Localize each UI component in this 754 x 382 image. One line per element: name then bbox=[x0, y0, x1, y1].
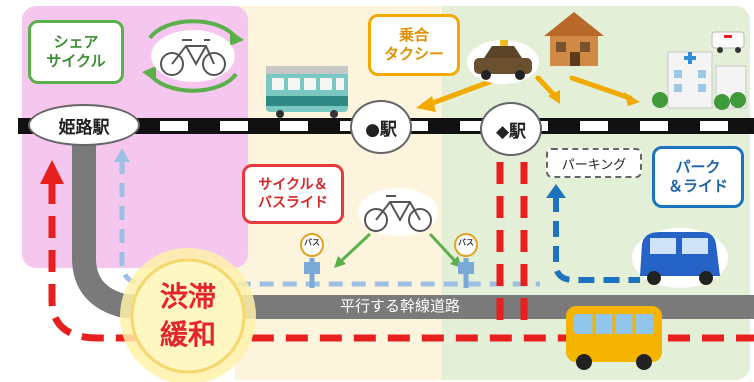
share-cycle-loop bbox=[148, 19, 238, 93]
red-route-arrowhead bbox=[40, 160, 64, 184]
share-cycle-loop-arrow2 bbox=[142, 66, 156, 82]
bus-stop-right bbox=[454, 233, 478, 288]
park-ride-route bbox=[553, 196, 640, 283]
relief-badge bbox=[130, 258, 246, 374]
bus-stop-left-label: バス bbox=[304, 238, 320, 247]
hospital-icon bbox=[667, 51, 747, 109]
train-icon bbox=[266, 66, 348, 118]
car-route-red bbox=[48, 162, 754, 342]
station-diamond: ◆駅 bbox=[480, 102, 542, 156]
house-icon bbox=[544, 12, 604, 66]
bus-stop-left bbox=[300, 233, 324, 288]
cycle-bus-ride-box: サイクル＆ バスライド bbox=[242, 164, 344, 224]
share-cycle-loop-arrow1 bbox=[230, 30, 244, 46]
yellow-bus-icon bbox=[566, 306, 662, 370]
congestion-relief-label: 渋滞 緩和 bbox=[159, 280, 216, 351]
arterial-road-label: 平行する幹線道路 bbox=[339, 297, 460, 315]
station-himeji-label: 姫路駅 bbox=[58, 117, 110, 138]
park-ride-arrowhead bbox=[546, 184, 566, 198]
station-circle-label: ●駅 bbox=[365, 119, 397, 140]
taxi-arrows bbox=[427, 75, 633, 107]
bus-stop-right-label: バス bbox=[458, 238, 474, 247]
park-ride-label: パーク ＆ライド bbox=[667, 157, 728, 196]
bicycle-icon-bus-ride bbox=[364, 195, 432, 232]
station-himeji: 姫路駅 bbox=[28, 104, 140, 146]
light-blue-arrowhead bbox=[114, 148, 130, 162]
bicycle-icon-share bbox=[160, 39, 226, 76]
station-diamond-label: ◆駅 bbox=[495, 121, 527, 142]
park-ride-box: パーク ＆ライド bbox=[652, 146, 744, 208]
station-circle: ●駅 bbox=[350, 100, 412, 154]
share-cycle-box: シェア サイクル bbox=[28, 20, 124, 84]
blue-car-icon bbox=[640, 232, 720, 285]
shared-taxi-label: 乗合 タクシー bbox=[383, 25, 444, 64]
tree-icons bbox=[652, 92, 746, 110]
taxi-icon bbox=[474, 40, 532, 80]
parking-box: パーキング bbox=[546, 148, 642, 178]
share-cycle-label: シェア サイクル bbox=[46, 32, 106, 71]
cycle-bus-ride-label: サイクル＆ バスライド bbox=[258, 176, 328, 211]
cycle-bus-bicycle-bg bbox=[358, 188, 438, 236]
bike-to-bus-arrows bbox=[334, 232, 462, 268]
shared-taxi-box: 乗合 タクシー bbox=[368, 14, 460, 76]
taxi-arrowheads bbox=[416, 90, 640, 112]
ambulance-icon bbox=[711, 31, 745, 53]
share-cycle-bicycle-bg bbox=[151, 30, 235, 82]
parking-label: パーキング bbox=[561, 157, 627, 173]
